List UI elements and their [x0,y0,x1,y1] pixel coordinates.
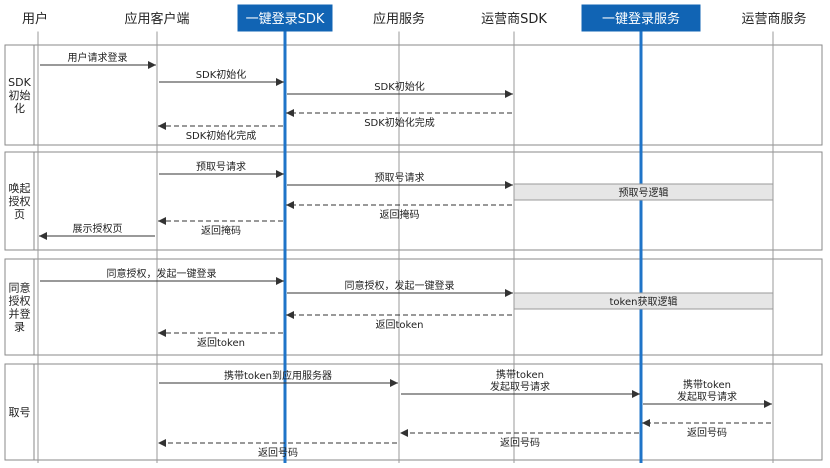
section-frame-auth [4,151,823,251]
logic-box [513,292,774,310]
section-frame-fetch [4,363,823,461]
message-label: 发起取号请求 [677,390,737,403]
message-label: 返回号码 [258,447,298,459]
section-label: 授权 [9,194,31,208]
message-label: SDK初始化 [196,68,247,81]
message-label: 返回token [376,319,424,331]
section-label: 唤起 [9,181,31,195]
message-label: SDK初始化 [374,80,425,93]
section-label: 录 [14,321,25,334]
participant-label-sdk: 一键登录SDK [246,12,325,27]
participant-box-carrier_sdk [465,4,563,32]
participant-label-app_client: 应用客户端 [124,11,189,27]
message-label: 返回掩码 [201,224,241,237]
participant-label-carrier_service: 运营商服务 [741,11,806,27]
message-label: 携带token到应用服务器 [224,369,332,382]
participant-box-sdk [237,4,333,32]
participant-box-carrier_service [729,4,819,32]
message-label: 预取号请求 [196,160,246,173]
logic-box-label: token获取逻辑 [610,295,678,308]
participant-label-login_service: 一键登录服务 [602,11,680,27]
message-label: 携带token [683,378,731,391]
participant-box-user [5,4,65,32]
participant-box-app_server [356,4,442,32]
section-label: 取号 [9,406,31,419]
message-label: 返回号码 [687,427,727,439]
section-label: 初始 [9,88,31,102]
message-label: 预取号请求 [375,171,425,184]
message-label: 携带token [496,368,544,381]
message-label: 用户请求登录 [68,51,128,64]
section-label: 页 [14,208,25,221]
message-label: 同意授权，发起一键登录 [345,279,455,292]
message-label: SDK初始化完成 [186,129,257,142]
message-label: 展示授权页 [73,222,123,235]
section-frame-consent [4,258,823,356]
message-label: 返回号码 [500,437,540,449]
section-label: SDK [8,76,31,89]
section-label: 授权 [9,294,31,308]
message-label: 返回token [197,337,245,349]
participant-label-carrier_sdk: 运营商SDK [481,12,547,27]
participant-label-user: 用户 [22,11,48,27]
section-label: 同意 [9,281,31,295]
logic-box [513,183,774,201]
section-frame-init [4,44,823,146]
participant-box-login_service [581,4,701,32]
participant-label-app_server: 应用服务 [373,11,425,27]
message-label: 同意授权，发起一键登录 [107,267,217,280]
message-label: 返回掩码 [380,208,420,221]
participant-box-app_client [111,4,203,32]
message-label: SDK初始化完成 [364,116,435,129]
section-label: 化 [14,101,25,115]
section-label: 并登 [9,307,31,321]
message-label: 发起取号请求 [490,380,550,393]
logic-box-label: 预取号逻辑 [619,186,669,199]
